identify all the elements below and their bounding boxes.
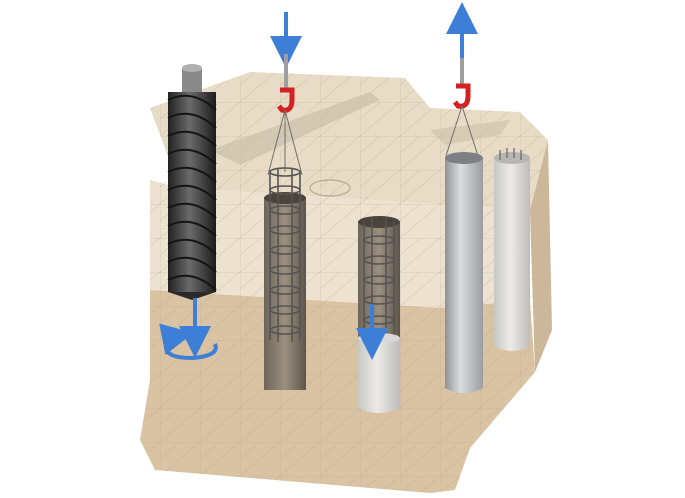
crane-hook-icon-2 [453,83,471,109]
soil-right-face [530,140,552,372]
auger-drilling-step [159,64,218,361]
rebar-cage [269,167,301,342]
concreting-step [356,216,400,413]
cage-lowering-step [264,12,351,390]
crane-hook-icon [277,87,295,113]
rotation-arrow [159,323,218,361]
finished-pile [494,158,530,351]
concrete-column [358,338,400,413]
auger-flights [167,94,217,291]
steel-casing [445,158,483,393]
auger-shaft [182,68,202,96]
casing-extraction-step [445,2,530,393]
